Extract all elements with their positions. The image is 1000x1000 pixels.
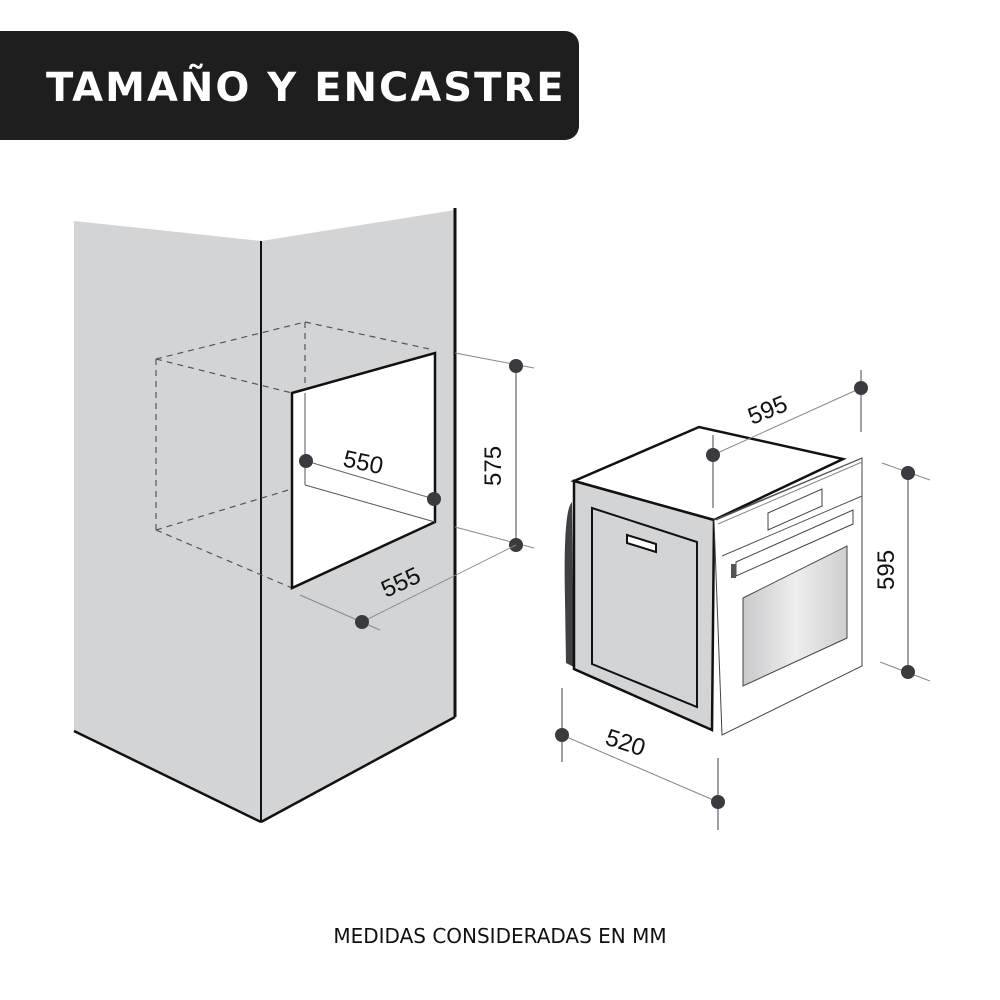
oven-height-label: 595 <box>873 550 900 590</box>
units-note: MEDIDAS CONSIDERADAS EN MM <box>333 924 667 948</box>
dimension-dot-icon <box>355 615 369 629</box>
dimension-dot-icon <box>901 466 915 480</box>
dimension-dot-icon <box>299 454 313 468</box>
page-title: TAMAÑO Y ENCASTRE <box>46 64 566 111</box>
dimension-dot-icon <box>901 665 915 679</box>
oven-width-label: 595 <box>744 391 791 431</box>
dimension-dot-icon <box>706 448 720 462</box>
niche-height-label: 575 <box>480 446 507 486</box>
oven-illustration <box>564 425 863 736</box>
oven-depth-label: 520 <box>602 724 648 762</box>
dimension-dot-icon <box>427 492 441 506</box>
cabinet-column <box>73 208 457 824</box>
dimension-niche-width: 550 <box>299 445 441 506</box>
dimension-dot-icon <box>509 359 523 373</box>
niche-hidden-edges <box>155 321 435 589</box>
dimension-niche-height: 575 <box>454 352 535 552</box>
dimension-oven-height: 595 <box>873 462 931 682</box>
dimension-dot-icon <box>711 795 725 809</box>
dimension-dot-icon <box>854 381 868 395</box>
dimension-dot-icon <box>555 728 569 742</box>
title-banner: TAMAÑO Y ENCASTRE <box>0 31 579 140</box>
